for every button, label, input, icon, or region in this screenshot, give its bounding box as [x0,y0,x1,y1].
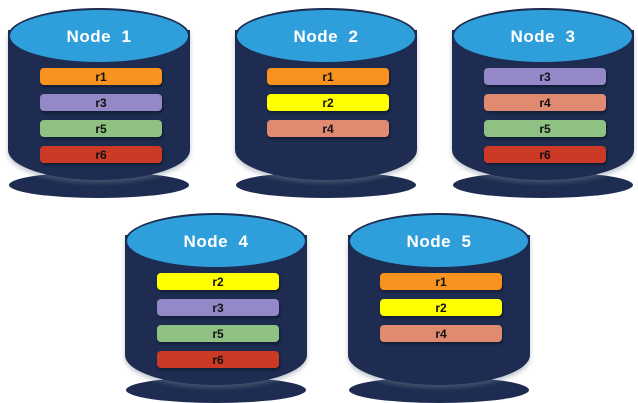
replica-bar-r3[interactable]: r3 [484,68,606,85]
replica-label: r3 [95,95,107,110]
replica-label: r5 [539,121,551,136]
node-top-disc: Node 4 [125,213,307,269]
database-node-1[interactable]: Node 1 r1 r3 r5 r6 [8,8,190,198]
replica-label: r6 [539,147,551,162]
replica-bar-r5[interactable]: r5 [484,120,606,137]
replica-bar-r6[interactable]: r6 [157,351,279,368]
replica-label: r5 [95,121,107,136]
replica-bar-r3[interactable]: r3 [157,299,279,316]
replica-label: r2 [322,95,334,110]
replica-label: r1 [322,69,334,84]
replica-bar-r6[interactable]: r6 [484,146,606,163]
replica-list: r1 r3 r5 r6 [40,68,162,172]
replica-bar-r5[interactable]: r5 [157,325,279,342]
replica-bar-r1[interactable]: r1 [380,273,502,290]
replica-list: r2 r3 r5 r6 [157,273,279,377]
replica-label: r2 [435,300,447,315]
node-top-disc: Node 5 [348,213,530,269]
replica-list: r3 r4 r5 r6 [484,68,606,172]
replica-label: r5 [212,326,224,341]
replica-list: r1 r2 r4 [267,68,389,146]
node-title: Node 2 [293,27,359,46]
replica-bar-r4[interactable]: r4 [484,94,606,111]
replica-label: r1 [95,69,107,84]
node-title: Node 1 [66,27,132,46]
node-top-disc: Node 2 [235,8,417,64]
node-top-disc: Node 1 [8,8,190,64]
node-title: Node 3 [510,27,576,46]
replica-label: r4 [539,95,551,110]
replica-label: r6 [95,147,107,162]
replica-bar-r1[interactable]: r1 [267,68,389,85]
replica-label: r4 [435,326,447,341]
replica-bar-r4[interactable]: r4 [267,120,389,137]
replica-label: r1 [435,274,447,289]
database-node-4[interactable]: Node 4 r2 r3 r5 r6 [125,213,307,403]
replica-bar-r5[interactable]: r5 [40,120,162,137]
replica-label: r3 [212,300,224,315]
database-node-3[interactable]: Node 3 r3 r4 r5 r6 [452,8,634,198]
replica-label: r2 [212,274,224,289]
replica-bar-r4[interactable]: r4 [380,325,502,342]
replica-label: r4 [322,121,334,136]
replica-label: r3 [539,69,551,84]
database-node-5[interactable]: Node 5 r1 r2 r4 [348,213,530,403]
database-node-2[interactable]: Node 2 r1 r2 r4 [235,8,417,198]
replica-bar-r3[interactable]: r3 [40,94,162,111]
replica-bar-r2[interactable]: r2 [157,273,279,290]
node-title: Node 4 [183,232,249,251]
node-top-disc: Node 3 [452,8,634,64]
replica-label: r6 [212,352,224,367]
replica-bar-r2[interactable]: r2 [267,94,389,111]
replica-bar-r2[interactable]: r2 [380,299,502,316]
replica-bar-r1[interactable]: r1 [40,68,162,85]
replica-list: r1 r2 r4 [380,273,502,351]
node-title: Node 5 [406,232,472,251]
replica-bar-r6[interactable]: r6 [40,146,162,163]
